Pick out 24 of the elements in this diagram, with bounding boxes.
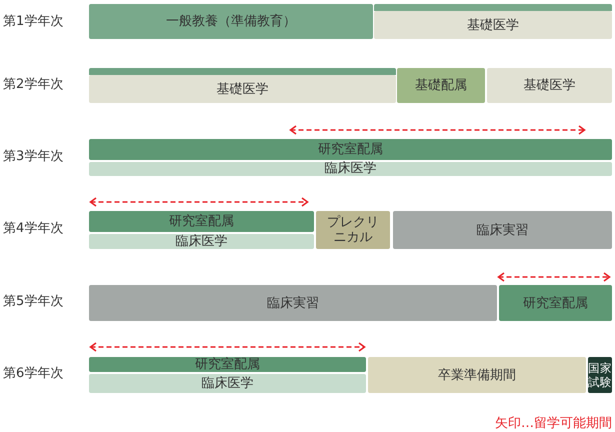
year-label: 第1学年次: [3, 14, 64, 30]
year-label: 第4学年次: [3, 221, 64, 237]
course-block: 基礎医学: [374, 11, 612, 39]
course-block: 一般教養（準備教育）: [89, 4, 373, 39]
course-block: 臨床医学: [89, 234, 314, 249]
course-block: 研究室配属: [89, 139, 612, 160]
course-block: 卒業準備期間: [368, 357, 586, 393]
course-block: 研究室配属: [499, 285, 612, 321]
course-block: 基礎配属: [397, 68, 485, 103]
course-block: 研究室配属: [89, 357, 366, 372]
course-block: 基礎医学: [89, 75, 396, 103]
course-block: 基礎医学: [487, 68, 612, 103]
year-label: 第6学年次: [3, 366, 64, 382]
course-block: プレクリニカル: [316, 211, 390, 249]
course-block: 臨床医学: [89, 374, 366, 393]
year-label: 第3学年次: [3, 149, 64, 165]
year-label: 第2学年次: [3, 77, 64, 93]
course-block: 国家試験: [588, 357, 612, 393]
course-block: 臨床医学: [89, 162, 612, 176]
legend-note: 矢印…留学可能期間: [495, 416, 612, 432]
year-label: 第5学年次: [3, 294, 64, 310]
course-block: 臨床実習: [89, 285, 497, 321]
course-block: 研究室配属: [89, 211, 314, 232]
course-block: 臨床実習: [393, 211, 612, 249]
